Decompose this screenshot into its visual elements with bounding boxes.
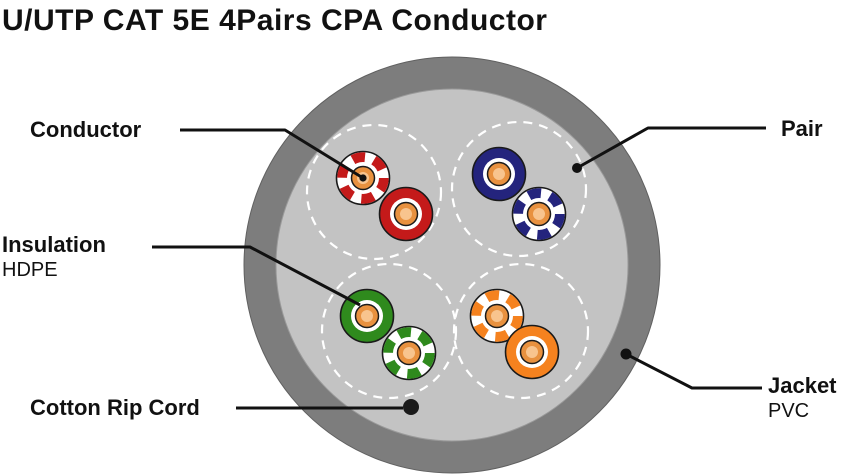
wire-orange-solid xyxy=(504,324,560,380)
jacket-material-label: PVC xyxy=(768,400,809,422)
pair-pointer-dot xyxy=(572,163,582,173)
jacket-leader-line xyxy=(625,352,762,390)
rip-cord-label: Cotton Rip Cord xyxy=(30,395,200,420)
insulation-label: Insulation xyxy=(2,232,106,257)
wire-red-solid xyxy=(378,186,434,242)
wire-conductor-core xyxy=(361,310,373,322)
jacket-pointer-dot xyxy=(620,348,632,360)
wire-conductor-core xyxy=(526,346,538,358)
wire-conductor-core xyxy=(400,208,412,220)
cotton-rip-cord-dot xyxy=(403,399,419,415)
pair-boundary-top-left xyxy=(305,123,443,261)
wire-conductor-core xyxy=(533,208,545,220)
diagram-title: U/UTP CAT 5E 4Pairs CPA Conductor xyxy=(2,4,547,37)
conductor-label: Conductor xyxy=(30,117,142,142)
wire-blue-solid xyxy=(471,146,527,202)
insulation-material-label: HDPE xyxy=(2,259,58,281)
insulation-leader-line xyxy=(152,245,361,307)
wire-insulation-stripe xyxy=(513,188,565,240)
pair-boundary-bottom-right xyxy=(452,262,590,400)
jacket-label: Jacket xyxy=(768,373,837,398)
wire-conductor-core xyxy=(491,310,503,322)
wire-insulation-stripe xyxy=(471,290,523,342)
pair-leader-line xyxy=(576,126,766,170)
wire-insulation-stripe xyxy=(383,327,435,379)
wire-insulation-stripe xyxy=(337,152,389,204)
wire-orange-striped xyxy=(469,288,525,344)
pair-boundary-top-right xyxy=(450,120,588,258)
wire-conductor-core xyxy=(493,168,505,180)
wire-green-striped xyxy=(381,325,437,381)
pair-label: Pair xyxy=(781,116,823,141)
conductor-leader-line xyxy=(180,128,364,180)
wire-blue-striped xyxy=(511,186,567,242)
wire-conductor-core xyxy=(403,347,415,359)
cable-filler xyxy=(275,88,629,442)
pair-boundary-bottom-left xyxy=(320,262,458,400)
